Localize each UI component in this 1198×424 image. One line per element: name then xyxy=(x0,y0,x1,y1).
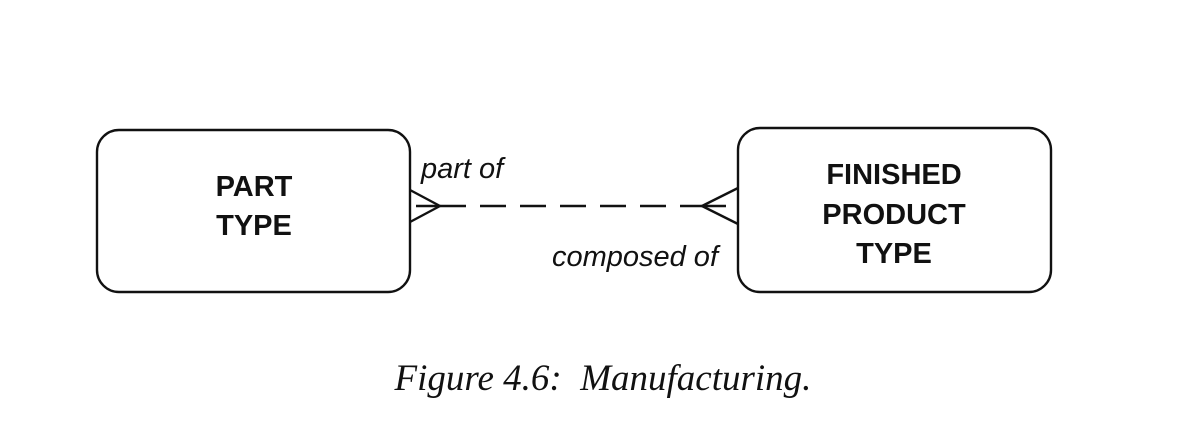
entity-finished-product-type-label-line-3: TYPE xyxy=(856,238,932,270)
crows-foot-part-type-end xyxy=(409,188,441,224)
figure-caption: Figure 4.6: Manufacturing. xyxy=(394,358,812,399)
entity-part-type-box xyxy=(95,128,412,294)
relationship-label-composed-of: composed of xyxy=(552,241,721,273)
entity-part-type-label-line-2: TYPE xyxy=(216,210,292,242)
entity-part-type-label-line-1: PART xyxy=(216,171,293,203)
relationship-label-part-of: part of xyxy=(420,153,506,185)
crows-foot-finished-product-type-end xyxy=(701,186,739,226)
entity-part-type: PART TYPE xyxy=(95,128,412,294)
relationship-part-of-composed-of: part of composed of xyxy=(409,153,739,273)
entity-finished-product-type-label-line-1: FINISHED xyxy=(826,159,961,191)
entity-finished-product-type-label-line-2: PRODUCT xyxy=(822,199,966,231)
entity-finished-product-type-box xyxy=(736,126,1053,294)
entity-finished-product-type: FINISHED PRODUCT TYPE xyxy=(736,126,1053,294)
